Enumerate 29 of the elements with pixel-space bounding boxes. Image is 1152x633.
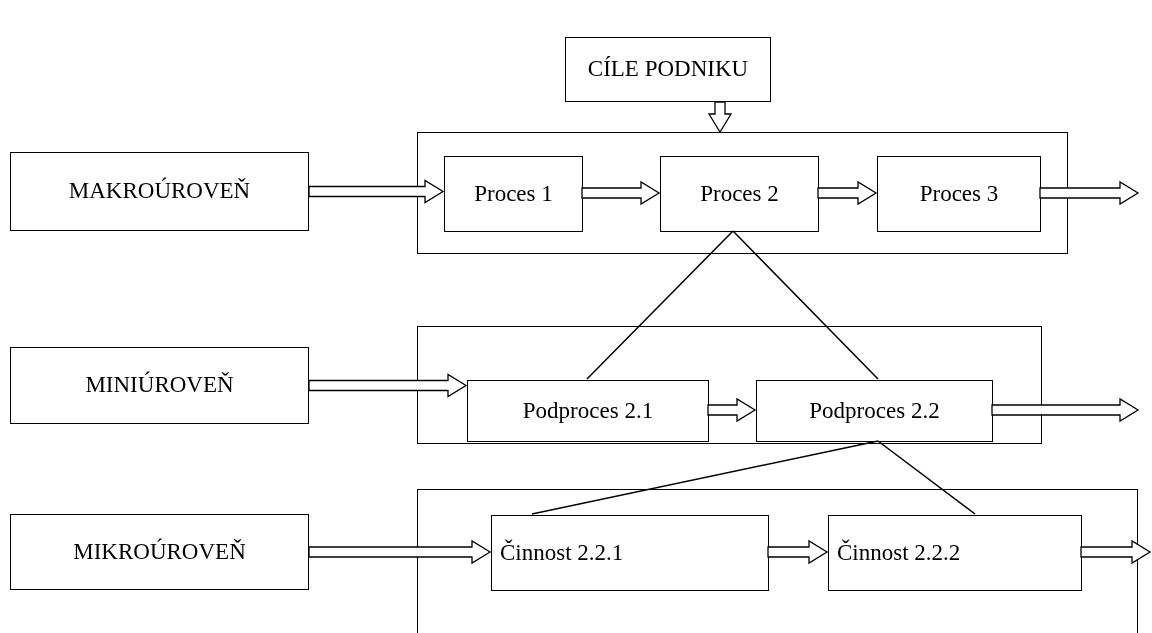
hollow-arrow <box>817 180 878 206</box>
process-box: MAKROÚROVEŇ <box>10 152 309 231</box>
level-frame <box>417 326 1042 444</box>
process-box: CÍLE PODNIKU <box>565 37 771 102</box>
hollow-arrow <box>1080 539 1152 565</box>
hollow-arrow <box>581 180 661 206</box>
hollow-arrow <box>767 539 829 565</box>
hollow-arrow <box>308 539 492 565</box>
process-box: Proces 3 <box>877 156 1041 232</box>
hollow-arrow <box>707 397 757 423</box>
hollow-arrow <box>308 179 445 204</box>
connector-line <box>877 440 976 515</box>
process-box: Činnost 2.2.2 <box>828 515 1082 591</box>
process-box: Proces 2 <box>660 156 819 232</box>
connector-line <box>531 440 879 515</box>
process-box: MINIÚROVEŇ <box>10 347 309 424</box>
connector-line <box>732 230 879 380</box>
process-box: MIKROÚROVEŇ <box>10 514 309 590</box>
hollow-arrow <box>308 373 468 398</box>
hollow-arrow <box>1039 180 1140 206</box>
process-box: Podproces 2.1 <box>467 380 709 442</box>
process-box: Proces 1 <box>444 156 583 232</box>
hollow-arrow <box>707 101 733 134</box>
hollow-arrow <box>991 397 1140 423</box>
connector-line <box>586 230 734 380</box>
level-frame <box>417 489 1138 633</box>
level-frame <box>417 132 1068 254</box>
process-box: Podproces 2.2 <box>756 380 993 442</box>
process-box: Činnost 2.2.1 <box>491 515 769 591</box>
